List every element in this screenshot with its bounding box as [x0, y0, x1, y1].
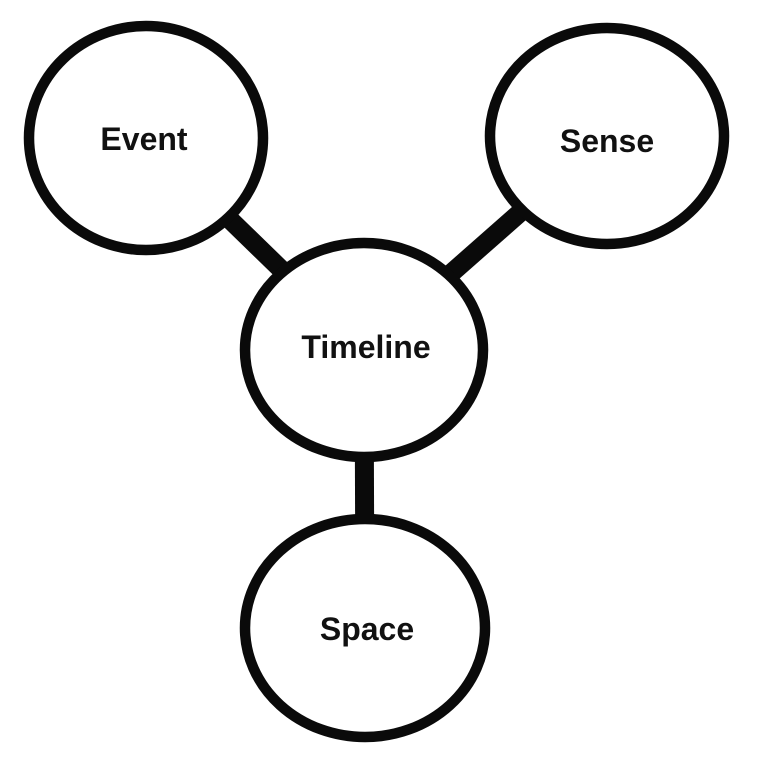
- node-space-label: Space: [320, 611, 414, 647]
- node-event-label: Event: [100, 121, 187, 157]
- node-sense: Sense: [484, 22, 730, 250]
- node-timeline-circle: [239, 237, 489, 463]
- node-timeline: Timeline: [239, 237, 489, 463]
- node-space: Space: [239, 513, 491, 743]
- node-timeline-label: Timeline: [301, 329, 430, 365]
- node-space-circle: [239, 513, 491, 743]
- node-event: Event: [23, 20, 269, 256]
- node-sense-label: Sense: [560, 123, 654, 159]
- node-sense-circle: [484, 22, 730, 250]
- node-event-circle: [23, 20, 269, 256]
